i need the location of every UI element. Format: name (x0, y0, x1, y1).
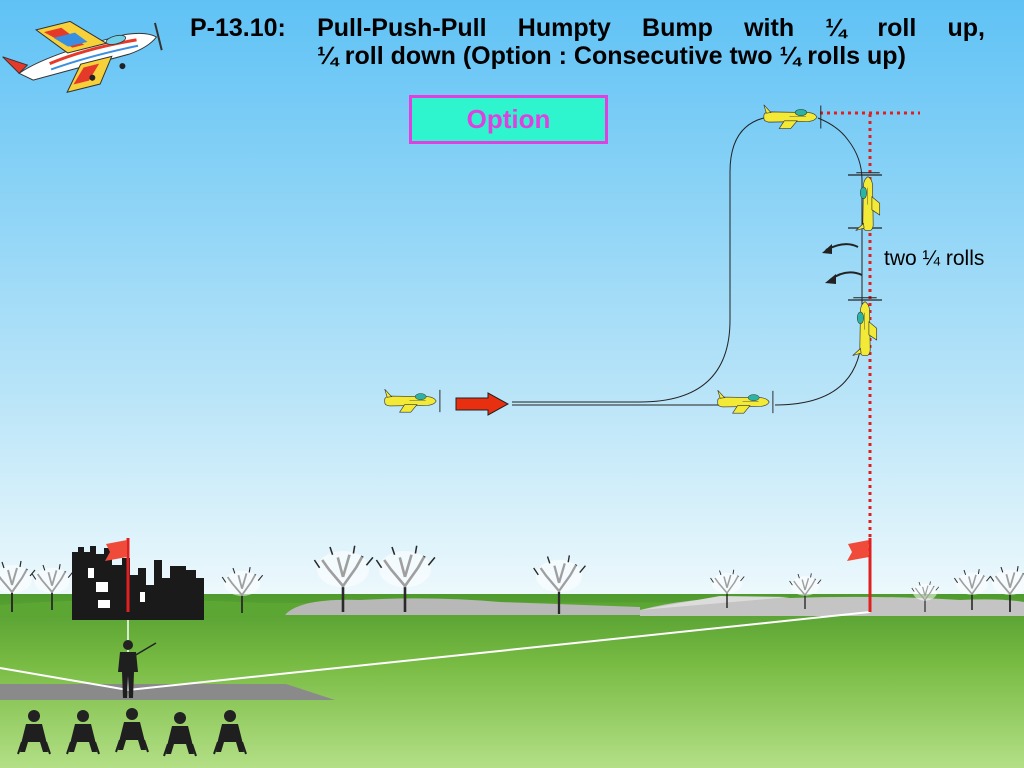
castle-icon (72, 546, 204, 620)
entry-arrow-icon (455, 392, 510, 416)
option-label-box: Option (409, 95, 608, 144)
grey-terrain-left (285, 598, 640, 615)
pilot-icon (118, 640, 157, 698)
field-line-left (0, 667, 129, 691)
runway (0, 684, 335, 700)
rolls-annotation: two ¼ rolls (884, 247, 985, 270)
terrain-highlight (640, 596, 790, 610)
title-line-2: ¼ roll down (Option : Consecutive two ¼ … (317, 42, 906, 70)
logo-plane-icon (2, 20, 163, 93)
flight-path (512, 115, 882, 406)
roll-arrow-icon (822, 243, 859, 254)
grass-field (0, 594, 1024, 768)
flag-icon (105, 538, 130, 612)
roll-arrow-icon (825, 271, 863, 284)
title-line-1: P-13.10: Pull-Push-Pull Humpty Bump with… (190, 14, 985, 42)
field-line-right (127, 611, 871, 691)
